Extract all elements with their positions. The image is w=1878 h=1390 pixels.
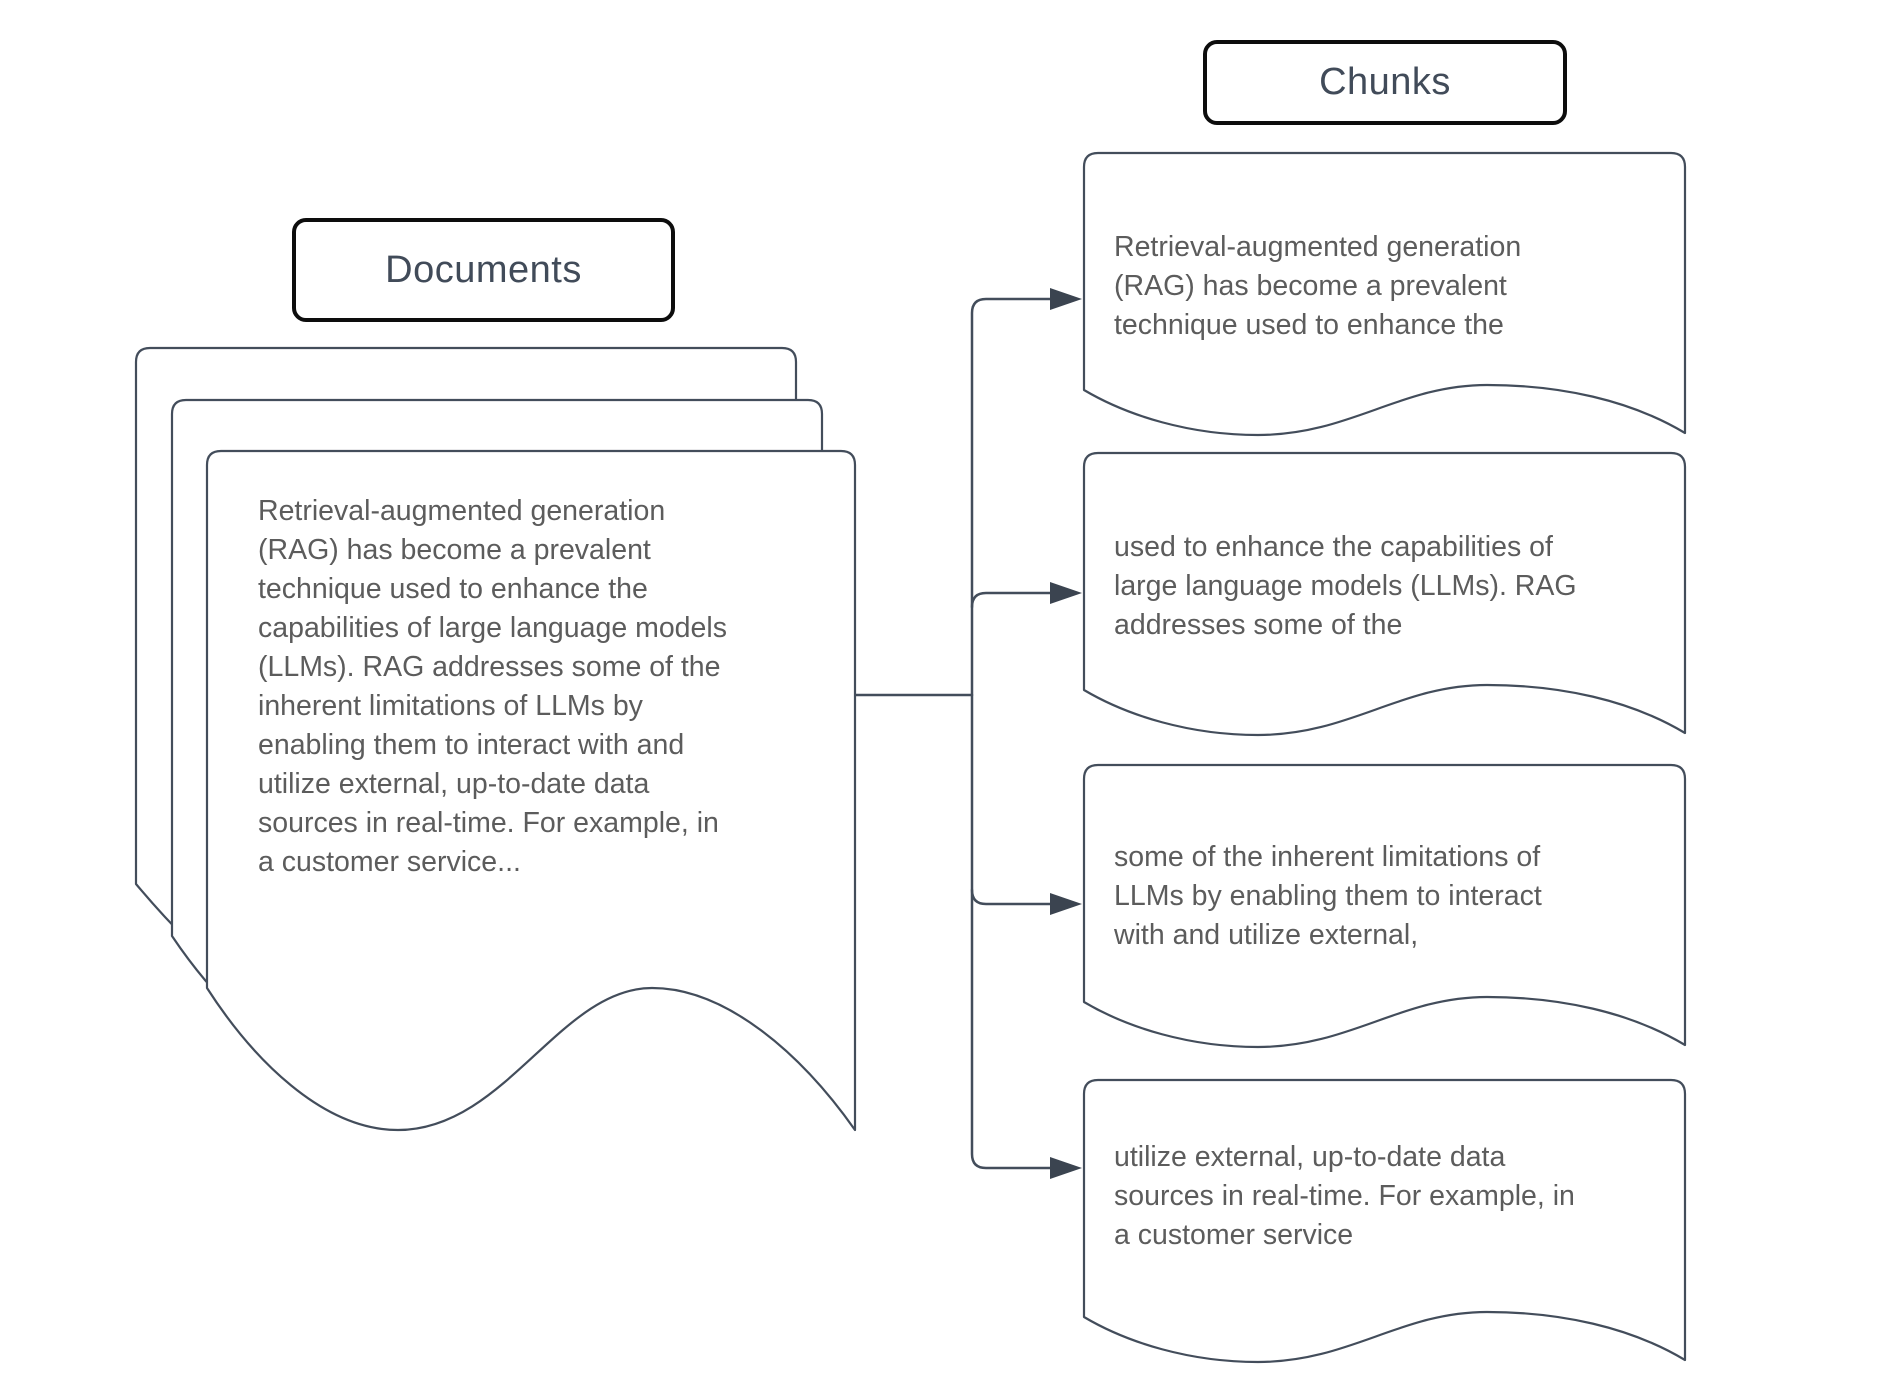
connector-branch-chunk2 [970,591,1052,609]
connector-branch-outer [970,297,1052,1170]
chunk-shape-1 [1082,151,1687,437]
chunk-shape-2 [1082,451,1687,737]
arrowhead-icon-chunk1 [1050,288,1082,310]
arrowhead-icon-chunk2 [1050,582,1082,604]
chunk-text-4: utilize external, up-to-date data source… [1114,1141,1575,1251]
document-stack [134,346,857,1132]
chunk-shape-4 [1082,1078,1687,1364]
documents-label: Documents [292,218,675,322]
chunk-text-3: some of the inherent limitations of LLMs… [1114,841,1542,951]
arrowhead-group [1050,288,1082,1179]
arrowhead-icon-chunk3 [1050,893,1082,915]
chunk-text-2: used to enhance the capabilities of larg… [1114,531,1577,641]
document-text: Retrieval-augmented generation (RAG) has… [258,495,727,878]
connector-group [853,297,1052,1170]
arrowhead-icon-chunk4 [1050,1157,1082,1179]
chunk-shapes [1082,151,1687,1364]
document-sheet-front [205,449,857,1132]
chunk-shape-3 [1082,763,1687,1049]
chunks-label: Chunks [1203,40,1567,125]
chunk-text-1: Retrieval-augmented generation (RAG) has… [1114,231,1522,341]
connector-branch-chunk3 [970,888,1052,906]
chunks-label-text: Chunks [1319,61,1451,103]
documents-label-text: Documents [385,248,582,291]
